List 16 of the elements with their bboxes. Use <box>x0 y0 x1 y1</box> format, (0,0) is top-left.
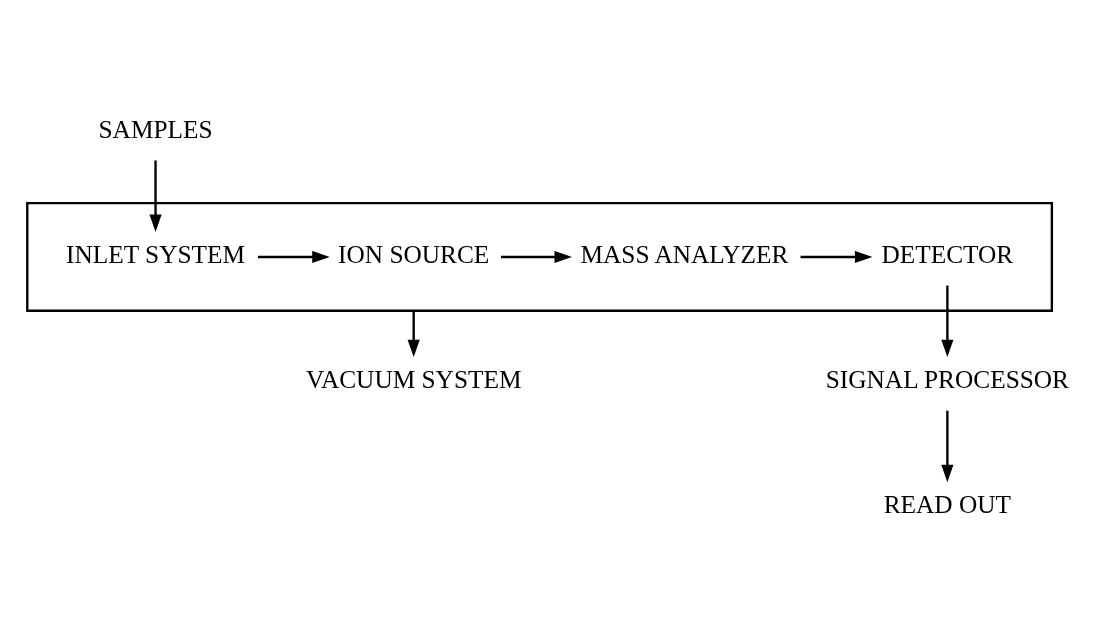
arrow <box>800 250 873 263</box>
node-text: MASS ANALYZER <box>580 239 789 268</box>
cluster <box>26 201 1054 312</box>
node-text: DETECTOR <box>881 239 1014 268</box>
node-text: SAMPLES <box>98 114 213 143</box>
node-text: INLET SYSTEM <box>66 239 246 268</box>
node-text: ION SOURCE <box>338 239 490 268</box>
arrow <box>941 285 954 357</box>
node-text: READ OUT <box>883 489 1012 518</box>
arrow <box>257 250 330 263</box>
arrow <box>407 310 420 357</box>
arrow <box>149 160 162 232</box>
node-text: SIGNAL PROCESSOR <box>825 364 1069 393</box>
arrow <box>941 410 954 482</box>
arrow <box>500 250 572 263</box>
node-text: VACUUM SYSTEM <box>305 364 522 393</box>
